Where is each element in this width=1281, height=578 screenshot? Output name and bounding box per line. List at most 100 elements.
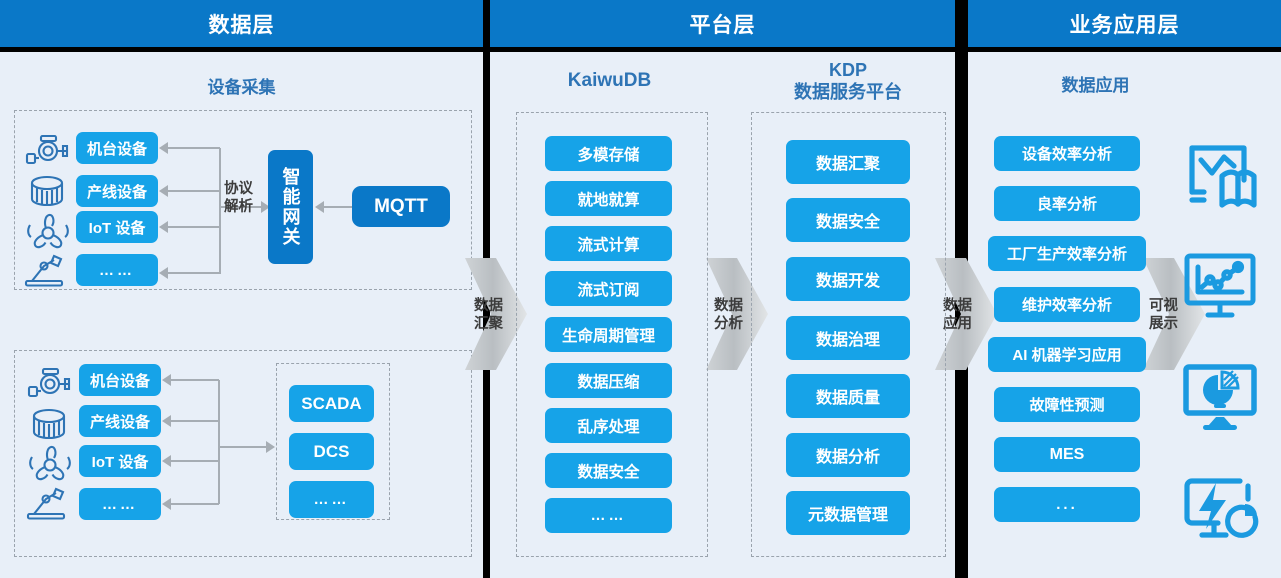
device-branch-bottom-1 (171, 420, 219, 422)
section-title-kdp: KDP 数据服务平台 (752, 60, 944, 103)
fan-icon-2 (24, 442, 76, 493)
header-platform-layer-label: 平台层 (689, 13, 756, 37)
flow-arrow-application-line1: 数据 (943, 298, 972, 314)
kdp-pill-5[interactable]: 数据分析 (786, 433, 910, 477)
device-bus-line-top (219, 148, 221, 274)
flow-arrow-visualization-line1: 可视 (1149, 298, 1178, 314)
kdp-pill-4[interactable]: 数据质量 (786, 374, 910, 418)
flow-arrow-application-label: 数据 应用 (943, 297, 985, 333)
device-arrow-top-0 (159, 142, 168, 154)
protocol-parse-line1: 协议 (224, 181, 253, 197)
device-branch-top-2 (168, 226, 220, 228)
device-arrow-bottom-0 (162, 374, 171, 386)
device-bus-line-bottom (218, 380, 220, 504)
device-branch-bottom-2 (171, 460, 219, 462)
device-pill-bottom-3[interactable]: …… (79, 488, 161, 520)
kaiwudb-pill-4[interactable]: 生命周期管理 (545, 317, 672, 352)
valve-icon (22, 130, 72, 175)
device-pill-bottom-1[interactable]: 产线设备 (79, 405, 161, 437)
system-pill-scada[interactable]: SCADA (289, 385, 374, 422)
header-underline (0, 47, 1281, 52)
header-data-layer-label: 数据层 (208, 13, 275, 37)
kdp-pill-0[interactable]: 数据汇聚 (786, 140, 910, 184)
kaiwudb-pill-6[interactable]: 乱序处理 (545, 408, 672, 443)
flow-arrow-analysis-label: 数据 分析 (714, 297, 756, 333)
kaiwudb-pill-1[interactable]: 就地就算 (545, 181, 672, 216)
monitor-energy-gauge-icon (1180, 473, 1260, 552)
device-pill-bottom-0[interactable]: 机台设备 (79, 364, 161, 396)
flow-arrow-aggregate-label: 数据 汇聚 (474, 297, 516, 333)
scada-in-line (219, 446, 267, 448)
drum-sensor-icon-2 (24, 405, 74, 450)
device-pill-top-1[interactable]: 产线设备 (76, 175, 158, 207)
kaiwudb-pill-7[interactable]: 数据安全 (545, 453, 672, 488)
protocol-parse-label: 协议 解析 (224, 180, 268, 216)
device-arrow-bottom-2 (162, 455, 171, 467)
section-title-kaiwudb: KaiwuDB (567, 70, 652, 91)
section-title-device-collect: 设备采集 (207, 78, 276, 97)
app-pill-6[interactable]: MES (994, 437, 1140, 472)
device-branch-bottom-0 (171, 379, 219, 381)
section-title-data-app: 数据应用 (1061, 76, 1130, 95)
app-pill-0[interactable]: 设备效率分析 (994, 136, 1140, 171)
section-title-kdp-line2: 数据服务平台 (794, 81, 902, 102)
kaiwudb-pill-8[interactable]: …… (545, 498, 672, 533)
app-pill-5[interactable]: 故障性预测 (994, 387, 1140, 422)
app-pill-7[interactable]: ... (994, 487, 1140, 522)
flow-arrow-visualization-line2: 展示 (1149, 316, 1178, 333)
device-arrow-bottom-1 (162, 415, 171, 427)
device-branch-top-0 (168, 147, 220, 149)
device-arrow-top-1 (159, 185, 168, 197)
kaiwudb-pill-0[interactable]: 多模存储 (545, 136, 672, 171)
kaiwudb-pill-3[interactable]: 流式订阅 (545, 271, 672, 306)
kdp-container (751, 112, 946, 557)
kdp-pill-6[interactable]: 元数据管理 (786, 491, 910, 535)
device-pill-top-2[interactable]: IoT 设备 (76, 211, 158, 243)
device-pill-top-0[interactable]: 机台设备 (76, 132, 158, 164)
kdp-pill-1[interactable]: 数据安全 (786, 198, 910, 242)
section-title-kdp-line1: KDP (828, 60, 867, 80)
header-business-layer-label: 业务应用层 (1069, 13, 1180, 37)
kaiwudb-pill-5[interactable]: 数据压缩 (545, 363, 672, 398)
flow-arrow-visualization-label: 可视 展示 (1149, 297, 1191, 333)
monitor-line-chart-icon (1180, 250, 1260, 327)
protocol-parse-line2: 解析 (224, 199, 253, 216)
device-group-top-container (14, 110, 472, 290)
system-pill-more[interactable]: …… (289, 481, 374, 518)
flow-arrow-analysis-line1: 数据 (714, 298, 743, 314)
drum-sensor-icon (22, 172, 72, 217)
flow-arrow-aggregate-line2: 汇聚 (474, 316, 503, 333)
mqtt-box[interactable]: MQTT (352, 186, 450, 227)
kdp-pill-3[interactable]: 数据治理 (786, 316, 910, 360)
device-branch-top-1 (168, 190, 220, 192)
kdp-pill-2[interactable]: 数据开发 (786, 257, 910, 301)
system-pill-dcs[interactable]: DCS (289, 433, 374, 470)
device-group-bottom-container (14, 350, 472, 557)
app-pill-4[interactable]: AI 机器学习应用 (988, 337, 1146, 372)
header-business-layer: 业务应用层 (968, 0, 1281, 47)
flow-arrow-application-line2: 应用 (943, 316, 972, 333)
device-arrow-top-2 (159, 221, 168, 233)
header-data-layer: 数据层 (0, 0, 483, 47)
flow-arrow-aggregate-line1: 数据 (474, 298, 503, 314)
valve-icon-2 (24, 363, 74, 408)
app-pill-3[interactable]: 维护效率分析 (994, 287, 1140, 322)
smart-gateway-box[interactable]: 智能网关 (268, 150, 313, 264)
app-pill-1[interactable]: 良率分析 (994, 186, 1140, 221)
device-pill-top-3[interactable]: …… (76, 254, 158, 286)
fan-icon (22, 210, 74, 261)
report-chart-book-icon (1182, 140, 1264, 219)
kaiwudb-container (516, 112, 708, 557)
device-branch-bottom-3 (171, 503, 219, 505)
mqtt-link-arrow-left (315, 201, 324, 213)
monitor-pie-chart-icon (1180, 362, 1260, 439)
control-systems-container (276, 363, 390, 520)
device-pill-bottom-2[interactable]: IoT 设备 (79, 445, 161, 477)
app-pill-2[interactable]: 工厂生产效率分析 (988, 236, 1146, 271)
device-branch-top-3 (168, 272, 220, 274)
header-platform-layer: 平台层 (490, 0, 955, 47)
flow-arrow-analysis-line2: 分析 (714, 316, 743, 333)
gateway-in-arrow (261, 201, 270, 213)
kaiwudb-pill-2[interactable]: 流式计算 (545, 226, 672, 261)
